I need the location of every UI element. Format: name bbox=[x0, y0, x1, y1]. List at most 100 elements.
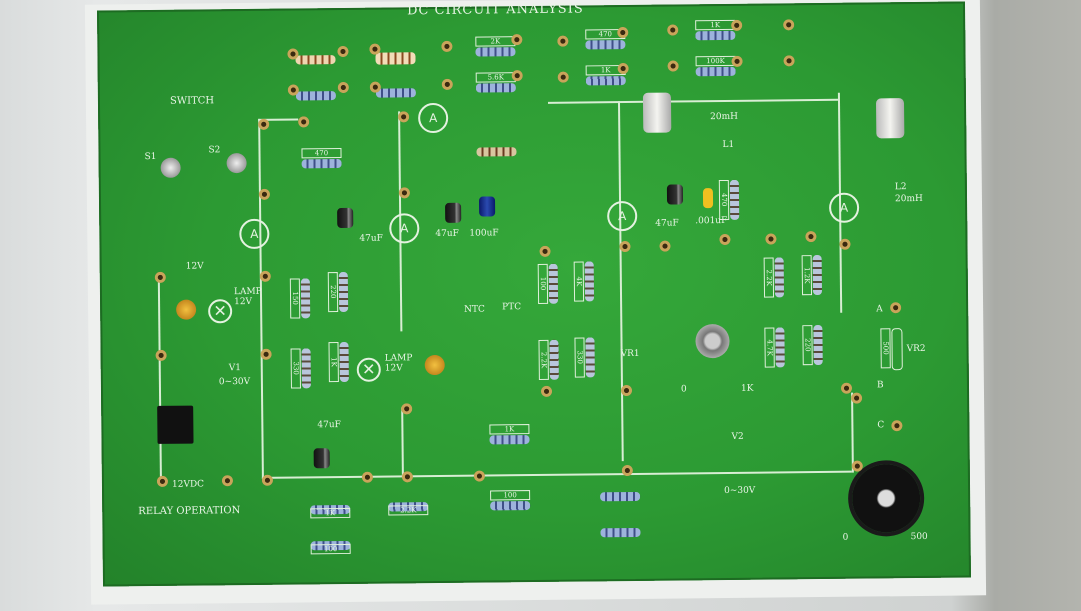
terminal-socket[interactable] bbox=[617, 26, 629, 39]
terminal-socket[interactable] bbox=[154, 271, 166, 283]
wire bbox=[401, 407, 404, 478]
capacitor bbox=[445, 202, 462, 223]
terminal-socket[interactable] bbox=[851, 392, 863, 404]
terminal-socket[interactable] bbox=[659, 240, 671, 252]
terminal-socket[interactable] bbox=[221, 475, 233, 487]
terminal-socket[interactable] bbox=[765, 233, 777, 245]
capacitor bbox=[666, 184, 684, 205]
terminal-socket[interactable] bbox=[783, 19, 795, 31]
terminal-socket[interactable] bbox=[361, 471, 373, 483]
resistor bbox=[729, 179, 740, 220]
terminal-socket[interactable] bbox=[287, 84, 299, 96]
potentiometer-vr1[interactable] bbox=[695, 323, 730, 359]
terminal-socket[interactable] bbox=[401, 471, 413, 483]
resistor bbox=[375, 88, 416, 98]
v2-label: V2 bbox=[731, 431, 744, 442]
terminal-socket[interactable] bbox=[617, 62, 629, 75]
switch-label: S1 bbox=[144, 151, 157, 163]
resistor-label: 1.2K bbox=[801, 255, 813, 296]
terminal-socket[interactable] bbox=[891, 420, 903, 432]
relay bbox=[157, 405, 194, 444]
terminal-socket[interactable] bbox=[398, 111, 410, 123]
terminal-socket[interactable] bbox=[369, 81, 381, 93]
resistor bbox=[585, 40, 626, 50]
terminal-socket[interactable] bbox=[337, 45, 349, 58]
resistor-label: 1K bbox=[489, 424, 530, 435]
terminal-socket[interactable] bbox=[473, 470, 485, 482]
inductor-label: L2 bbox=[894, 182, 907, 193]
resistor bbox=[548, 263, 559, 304]
resistor-label: 1K bbox=[695, 19, 736, 31]
resistor bbox=[549, 339, 559, 380]
resistor-label: 2K bbox=[475, 36, 516, 47]
inductor-value: 20mH bbox=[894, 193, 923, 205]
terminal-socket[interactable] bbox=[805, 231, 817, 243]
terminal-socket[interactable] bbox=[441, 78, 453, 90]
terminal-socket[interactable] bbox=[156, 475, 168, 487]
resistor-label: 330 bbox=[574, 337, 585, 378]
terminal-socket[interactable] bbox=[783, 55, 795, 67]
terminal-socket[interactable] bbox=[557, 35, 569, 47]
terminal-socket[interactable] bbox=[619, 240, 631, 253]
v2-range: 0~30V bbox=[724, 485, 756, 497]
terminal-socket[interactable] bbox=[287, 48, 299, 60]
terminal-socket[interactable] bbox=[261, 474, 273, 486]
terminal-socket[interactable] bbox=[851, 460, 863, 472]
wire bbox=[157, 279, 162, 480]
resistor-label: 100K bbox=[695, 55, 736, 67]
terminal-socket[interactable] bbox=[620, 384, 633, 397]
lamp-symbol-icon: ✕ bbox=[356, 357, 381, 382]
terminal-socket[interactable] bbox=[511, 70, 523, 82]
switch-section-label: SWITCH bbox=[169, 95, 215, 107]
terminal-socket[interactable] bbox=[667, 60, 679, 72]
relay-voltage: 12VDC bbox=[171, 479, 205, 490]
terminal-socket[interactable] bbox=[621, 464, 633, 477]
resistor-label: 100 bbox=[310, 543, 351, 555]
terminal-socket[interactable] bbox=[667, 24, 679, 36]
resistor-label: 1K bbox=[328, 342, 339, 383]
inductor bbox=[642, 92, 672, 133]
capacitor-label: 47uF bbox=[317, 420, 341, 431]
terminal-socket[interactable] bbox=[369, 43, 381, 55]
resistor bbox=[300, 278, 311, 319]
terminal-socket[interactable] bbox=[840, 382, 853, 394]
resistor-label: 5.6K bbox=[475, 72, 516, 83]
capacitor-label: 100uF bbox=[469, 228, 499, 239]
terminal-socket[interactable] bbox=[540, 385, 553, 397]
terminal-socket[interactable] bbox=[441, 40, 453, 52]
terminal-socket[interactable] bbox=[337, 81, 349, 94]
terminal-socket[interactable] bbox=[719, 233, 731, 246]
ptc-label: PTC bbox=[502, 302, 522, 313]
terminal-socket[interactable] bbox=[260, 348, 272, 360]
resistor-label: 4.7K bbox=[764, 327, 775, 368]
terminal-socket[interactable] bbox=[890, 302, 902, 314]
terminal-socket[interactable] bbox=[839, 238, 851, 250]
terminal-socket[interactable] bbox=[258, 188, 270, 200]
terminal-socket[interactable] bbox=[511, 34, 523, 46]
terminal-socket[interactable] bbox=[557, 71, 569, 83]
resistor bbox=[475, 83, 516, 93]
terminal-socket[interactable] bbox=[398, 187, 410, 199]
ntc-label: NTC bbox=[464, 304, 485, 315]
resistor bbox=[600, 527, 641, 538]
toggle-switch-s1[interactable] bbox=[160, 157, 181, 178]
circuit-trainer-board: DC CIRCUIT ANALYSIS 2K 5.6K 470 1K 1K 10… bbox=[97, 1, 971, 587]
resistor bbox=[490, 501, 531, 511]
resistor bbox=[585, 76, 626, 86]
terminal-socket[interactable] bbox=[298, 116, 310, 128]
vr1-max: 1K bbox=[740, 383, 754, 394]
potentiometer-vr2[interactable] bbox=[891, 328, 903, 371]
toggle-switch-s2[interactable] bbox=[226, 153, 247, 174]
terminal-socket[interactable] bbox=[258, 118, 270, 130]
vr2-knob[interactable] bbox=[851, 463, 921, 533]
terminal-socket[interactable] bbox=[731, 55, 743, 67]
terminal-socket[interactable] bbox=[401, 403, 413, 415]
wire bbox=[617, 101, 624, 462]
resistor bbox=[475, 47, 516, 57]
resistor bbox=[774, 257, 785, 298]
terminal-socket[interactable] bbox=[731, 19, 743, 31]
terminal-socket[interactable] bbox=[539, 245, 551, 257]
terminal-socket[interactable] bbox=[259, 270, 271, 282]
board-title: DC CIRCUIT ANALYSIS bbox=[406, 1, 584, 19]
terminal-socket[interactable] bbox=[155, 349, 167, 361]
